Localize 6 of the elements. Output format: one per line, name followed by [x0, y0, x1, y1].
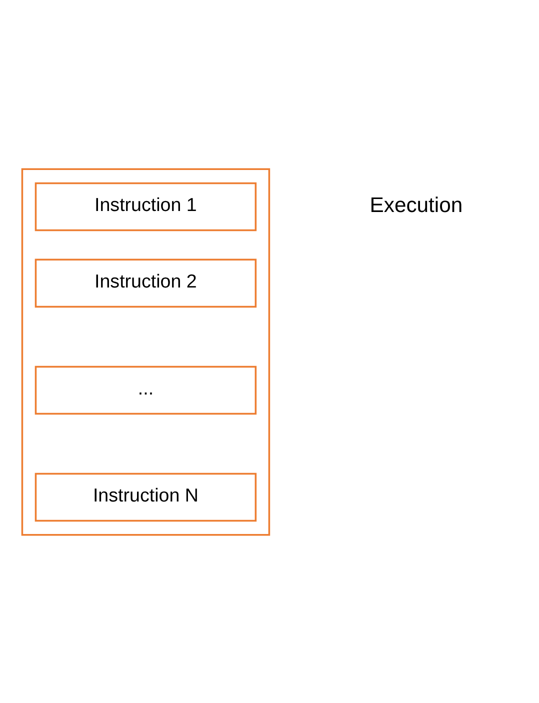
node-box: ...: [34, 365, 257, 414]
node-box: Instruction 2: [34, 258, 257, 308]
label: Execution: [370, 193, 463, 216]
node-box: Instruction 1: [34, 182, 257, 231]
cluster: [21, 168, 270, 536]
node-box: Instruction N: [34, 472, 257, 522]
